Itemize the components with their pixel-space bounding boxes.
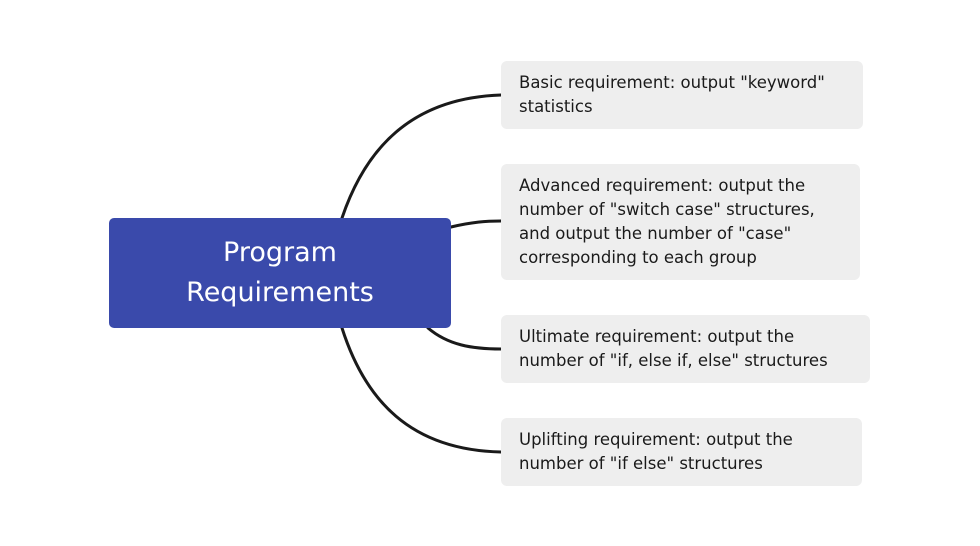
- root-topic-title: Program Requirements: [186, 237, 374, 308]
- subtopic-basic-requirement[interactable]: Basic requirement: output "keyword" stat…: [501, 61, 863, 129]
- root-topic[interactable]: Program Requirements: [109, 218, 451, 328]
- subtopic-uplifting-requirement[interactable]: Uplifting requirement: output the number…: [501, 418, 862, 486]
- connector-ultimate: [426, 326, 503, 351]
- connector-advanced: [449, 219, 503, 229]
- connector-uplifting: [340, 326, 503, 454]
- subtopic-label: Basic requirement: output "keyword" stat…: [519, 73, 825, 116]
- subtopic-label: Ultimate requirement: output the number …: [519, 327, 828, 370]
- subtopic-label: Uplifting requirement: output the number…: [519, 430, 793, 473]
- subtopic-ultimate-requirement[interactable]: Ultimate requirement: output the number …: [501, 315, 870, 383]
- subtopic-label: Advanced requirement: output the number …: [519, 176, 815, 267]
- connector-basic: [340, 93, 503, 220]
- subtopic-advanced-requirement[interactable]: Advanced requirement: output the number …: [501, 164, 860, 280]
